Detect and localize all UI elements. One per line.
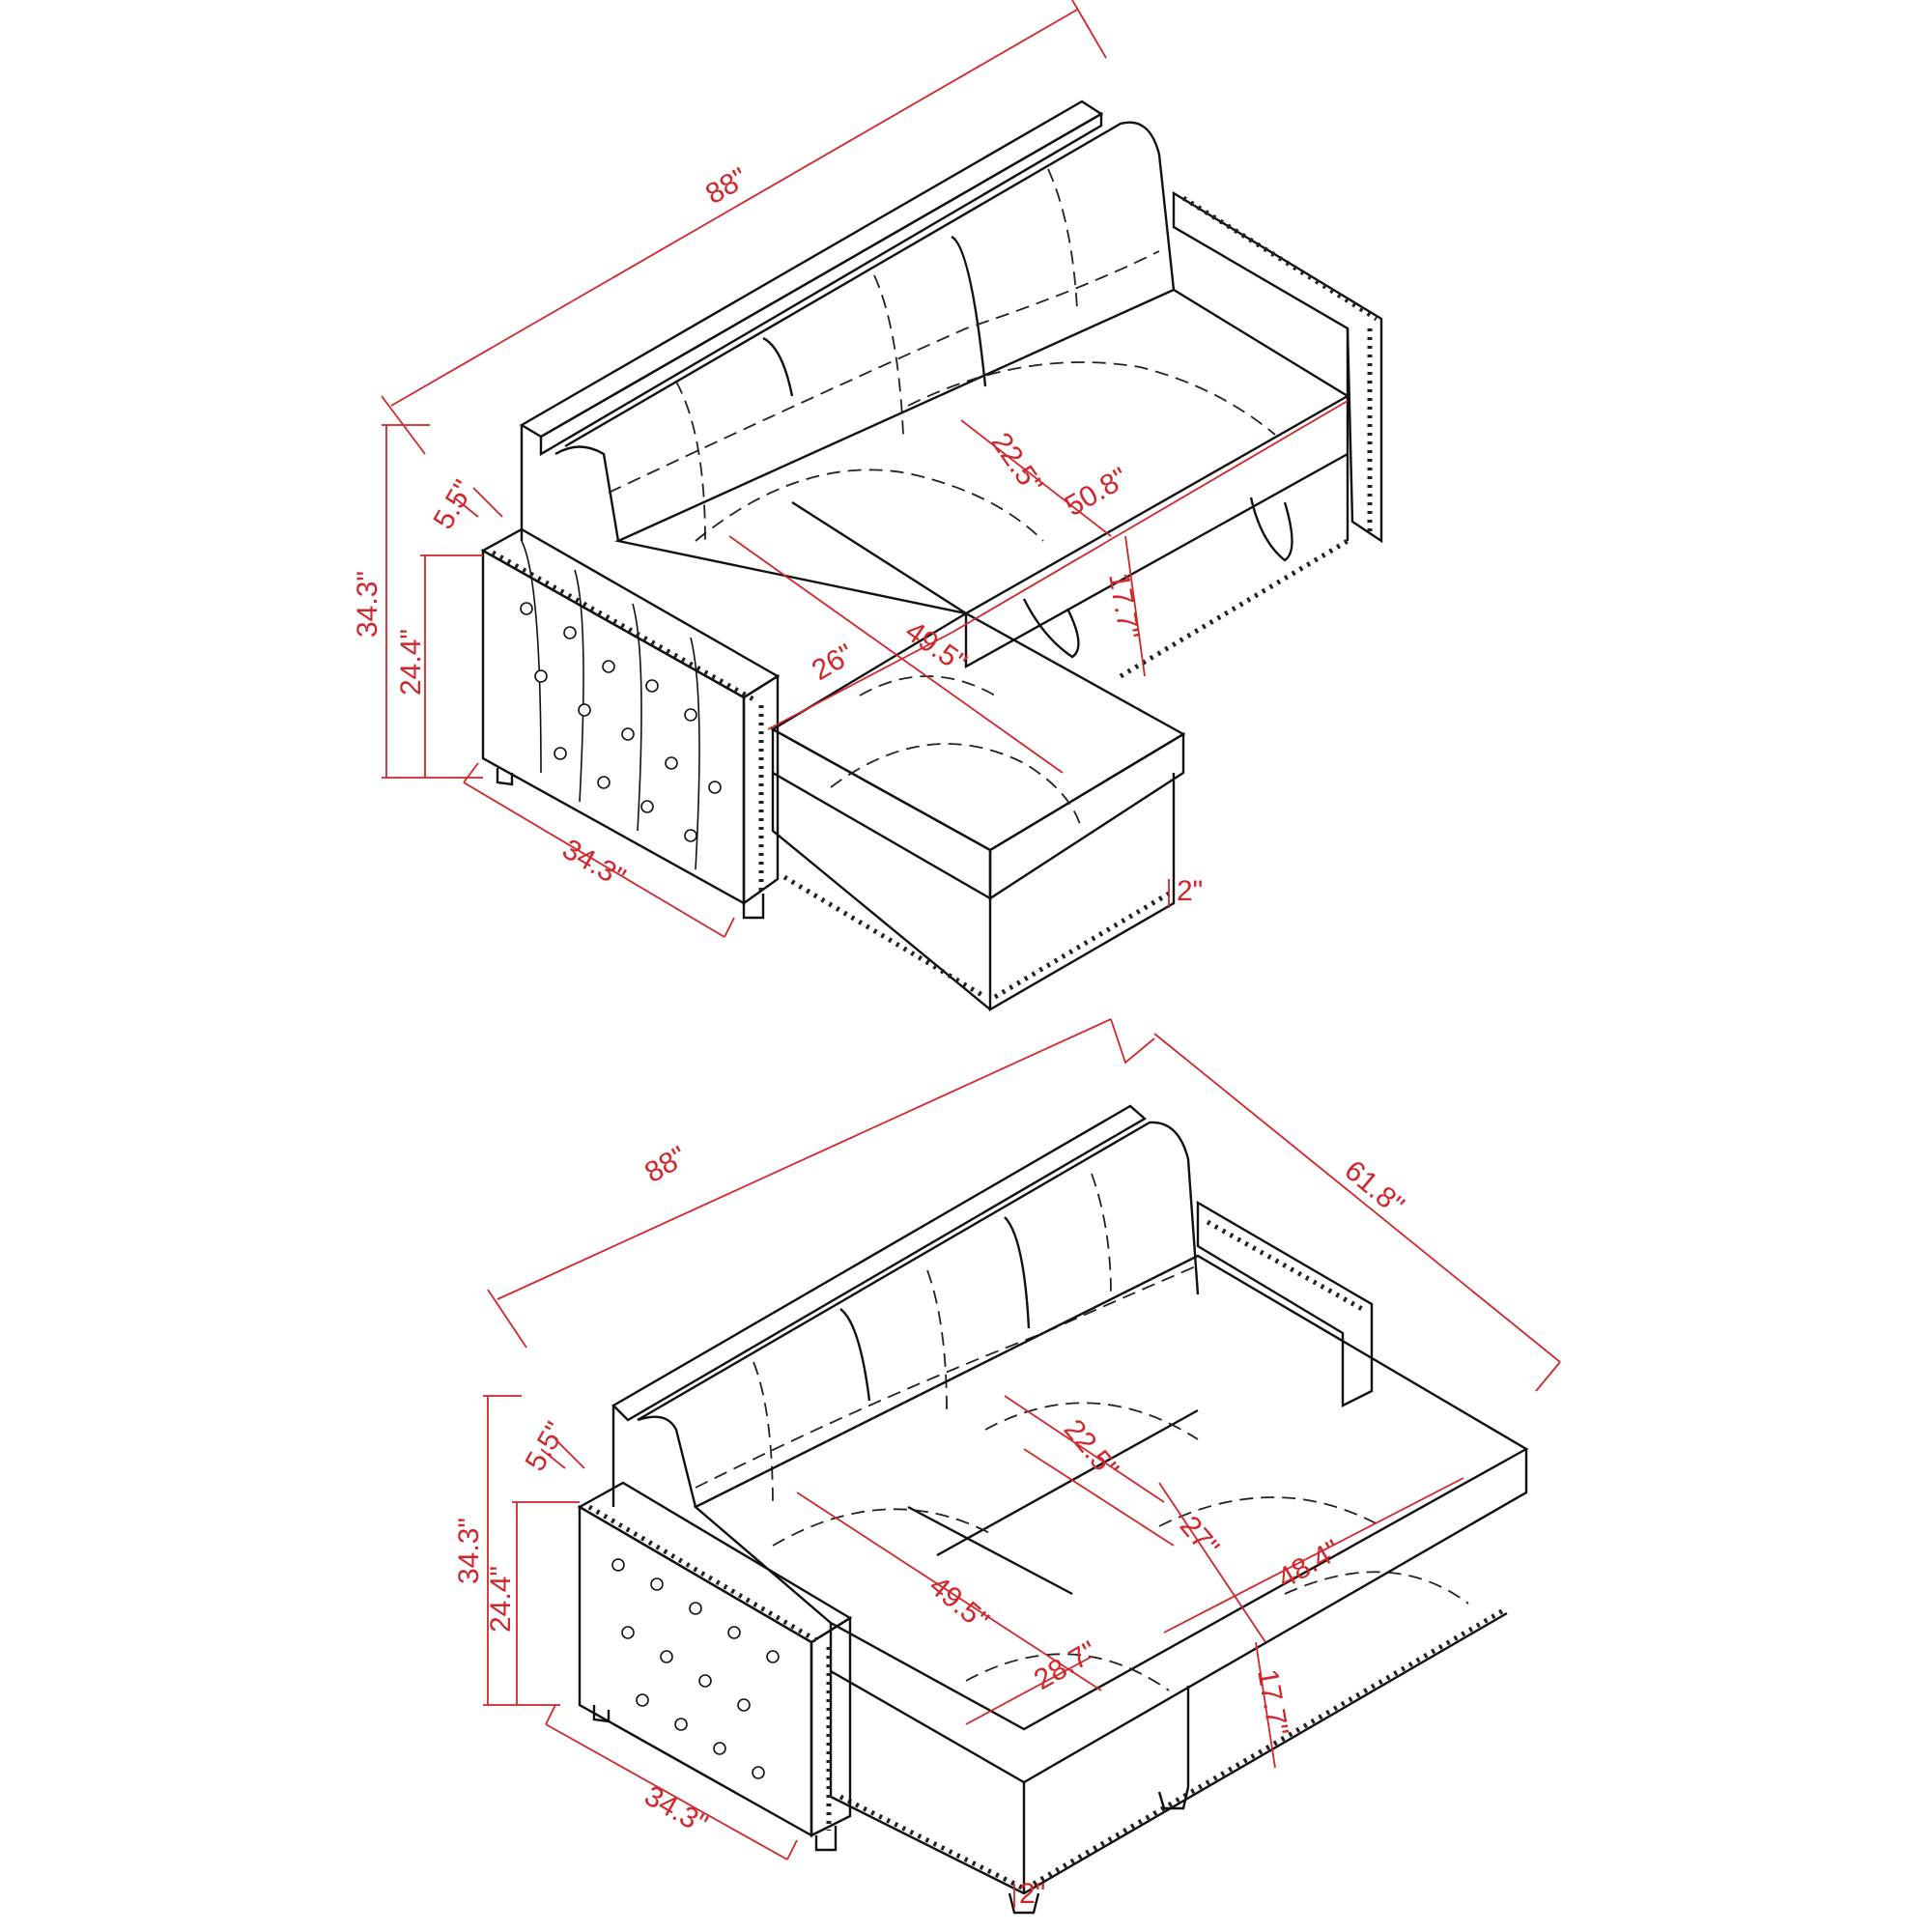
sofa-backrest	[519, 99, 1176, 542]
sofa-seat	[614, 288, 1350, 669]
label-leg-height: 2"	[1019, 1878, 1045, 1910]
label-chaise-width: 26"	[807, 638, 860, 687]
sleeper-right-arm	[1196, 1200, 1374, 1407]
label-chaise-length: 49.5"	[923, 1570, 995, 1637]
sleeper-backrest	[611, 1104, 1200, 1508]
label-seat-height: 17.7"	[1251, 1666, 1293, 1738]
label-overall-height: 34.3"	[453, 1518, 485, 1584]
sofa-chaise	[770, 611, 1186, 1012]
label-backrest-depth: 22.5"	[1058, 1413, 1125, 1485]
label-leg-height: 2"	[1177, 875, 1203, 907]
label-overall-width: 88"	[700, 161, 753, 211]
label-seat-height: 17.7"	[1102, 570, 1145, 641]
sofa-view	[381, 0, 1383, 1012]
sofa-nailhead-trim	[491, 195, 1378, 1000]
label-arm-width: 5.5"	[427, 475, 480, 535]
sleeper-dimension-lines	[483, 1018, 1561, 1908]
sofa-left-arm	[480, 527, 781, 920]
label-bed-width: 48.4"	[1272, 1534, 1346, 1595]
label-overall-width: 88"	[639, 1140, 693, 1189]
label-chaise-length: 49.5"	[899, 615, 972, 680]
sofa-dimension-lines	[381, 0, 1349, 938]
label-seat-width: 50.8"	[1060, 462, 1133, 523]
label-overall-height: 34.3"	[352, 571, 384, 638]
label-bed-depth: 27"	[1174, 1510, 1226, 1563]
label-arm-depth: 34.3"	[639, 1779, 713, 1840]
sleeper-bed-surface	[693, 1254, 1529, 1731]
sleeper-left-arm	[577, 1481, 853, 1852]
sofa-right-arm	[1172, 190, 1383, 544]
sleeper-labels: 88" 61.8" 34.3" 24.4" 5.5" 34.3" 22.5" 4…	[453, 1140, 1410, 1910]
sleeper-view	[483, 1018, 1561, 1915]
label-backrest-depth: 22.5"	[984, 427, 1049, 499]
label-chaise-width: 28.7"	[1029, 1635, 1102, 1696]
label-arm-height: 24.4"	[485, 1566, 517, 1633]
label-arm-depth: 34.3"	[557, 833, 631, 894]
label-arm-height: 24.4"	[395, 629, 427, 696]
